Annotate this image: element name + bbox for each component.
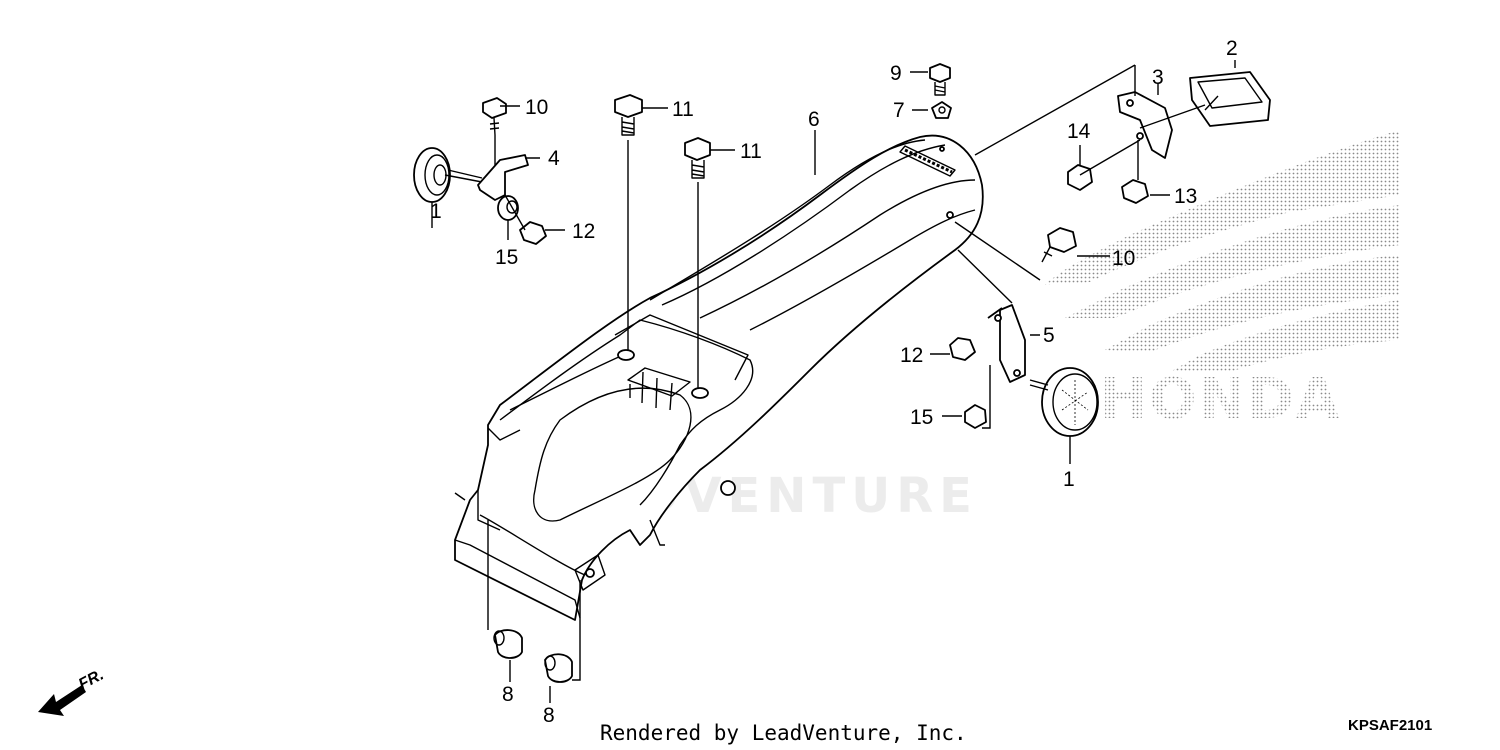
callout-11-left: 11: [672, 98, 694, 121]
callout-13: 13: [1174, 185, 1197, 208]
callout-7: 7: [893, 99, 905, 122]
callout-3: 3: [1152, 66, 1164, 89]
callout-labels: 1 1 2 3 4 5 6 7 8 8 9 10 10 11 11 12 12 …: [430, 37, 1238, 727]
callout-10-right: 10: [1112, 247, 1135, 270]
callout-1-right: 1: [1063, 468, 1075, 491]
license-light-assembly: [974, 64, 1271, 204]
honda-logo-text: HONDA: [1100, 367, 1341, 432]
callout-11-right: 11: [740, 140, 762, 163]
bracket-4: [477, 154, 529, 201]
top-fasteners: [614, 63, 952, 388]
bolt-9: [929, 63, 951, 83]
callout-12-left: 12: [572, 220, 595, 243]
footer-credit: Rendered by LeadVenture, Inc.: [600, 721, 967, 745]
callout-10-left: 10: [525, 96, 548, 119]
bolt-11-right: [684, 137, 711, 161]
license-light-2: [1189, 71, 1271, 127]
left-reflector-assembly: [413, 97, 547, 245]
bottom-grommets: [454, 492, 581, 683]
grommet-8-left: [494, 629, 523, 659]
callout-5: 5: [1043, 324, 1055, 347]
nut-14: [1067, 164, 1093, 191]
reflector-right: [1041, 367, 1099, 437]
nut-13: [1121, 179, 1149, 204]
diagram-code: KPSAF2101: [1348, 717, 1432, 734]
callout-14: 14: [1067, 120, 1091, 143]
nut-15-right: [964, 404, 987, 429]
grommet-8-right: [544, 653, 573, 683]
leader-lines: [431, 60, 1236, 703]
bracket-5: [987, 304, 1026, 383]
callout-15-left: 15: [495, 246, 518, 269]
screw-10-right: [1047, 227, 1077, 253]
callout-8-left: 8: [502, 683, 514, 706]
callout-1-left: 1: [430, 200, 442, 223]
rear-fender: [454, 134, 984, 621]
callout-2: 2: [1226, 37, 1238, 60]
nut-12-left: [519, 221, 547, 245]
callout-6: 6: [808, 108, 820, 131]
callout-12-right: 12: [900, 344, 923, 367]
bracket-3: [1117, 91, 1173, 159]
screw-10-left: [482, 97, 507, 119]
front-arrow-icon: [38, 685, 86, 716]
nut-12-right: [949, 337, 976, 361]
callout-4: 4: [548, 147, 560, 170]
callout-15-right: 15: [910, 406, 933, 429]
honda-wing-logo: HONDA: [1045, 130, 1400, 432]
callout-8-right: 8: [543, 704, 555, 727]
callout-9: 9: [890, 62, 902, 85]
right-reflector-assembly: [949, 221, 1099, 437]
washer-7: [931, 101, 952, 119]
bolt-11-left: [614, 94, 643, 118]
front-direction-indicator: FR.: [38, 666, 107, 716]
